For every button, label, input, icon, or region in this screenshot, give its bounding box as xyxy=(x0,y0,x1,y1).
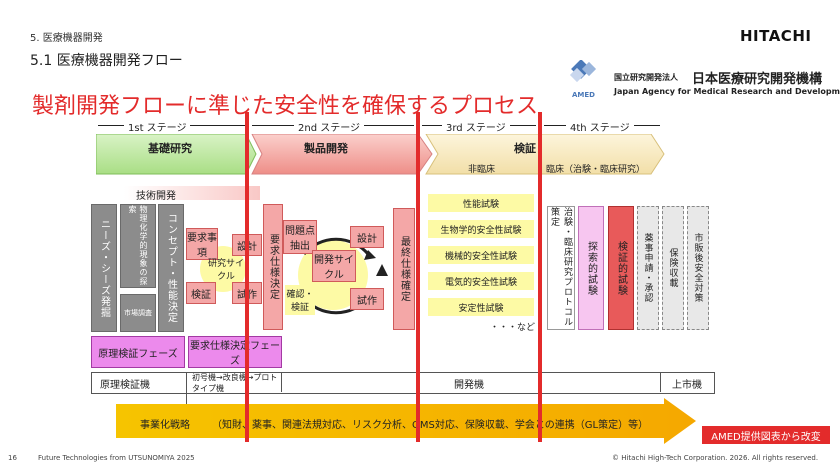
strategy-detail: （知財、薬事、関連法規対応、リスク分析、QMS対応、保険収載、学会との連携（GL… xyxy=(212,420,649,431)
insurance-box: 保険収載 xyxy=(662,206,684,330)
strategy-label: 事業化戦略 xyxy=(140,420,190,431)
needs-seeds-box: ニーズ・シーズ発掘 xyxy=(91,204,117,332)
stage-4-label: 4th ステージ xyxy=(566,119,634,134)
proto2-box: 試作 xyxy=(350,288,384,310)
market-research-box: 市場調査 xyxy=(120,294,156,332)
tests-more: ・・・など xyxy=(490,323,536,333)
machine-row xyxy=(91,372,715,394)
poc-phase-box: 原理検証フェーズ xyxy=(91,336,185,368)
req-phase-box: 要求仕様決定フェーズ xyxy=(188,336,282,368)
req-items-box: 要求事項 xyxy=(186,228,218,260)
stage-divider-1 xyxy=(245,112,249,442)
confirmatory-trial-box: 検証的試験 xyxy=(608,206,634,330)
stage-1-label: 1st ステージ xyxy=(124,119,191,134)
machine-divider-2 xyxy=(281,372,282,392)
tech-dev-label: 技術開発 xyxy=(136,191,176,202)
strategy-arrow xyxy=(116,398,696,444)
final-spec-box: 最終仕様確定 xyxy=(393,208,415,330)
phase-band xyxy=(96,134,665,175)
problem-extract-box: 問題点抽出 xyxy=(283,220,317,254)
research-cycle-label: 研究サイクル xyxy=(207,259,244,282)
test-biological: 生物学的安全性試験 xyxy=(428,220,534,238)
exploratory-trial-box: 探索的試験 xyxy=(578,206,604,330)
stage-divider-3 xyxy=(538,112,542,442)
amed-name-jp: 日本医療研究開発機構 xyxy=(692,72,823,87)
phase-basic-label: 基礎研究 xyxy=(148,142,192,155)
confirm-verify-box: 確認・検証 xyxy=(285,285,315,315)
stage-3-label: 3rd ステージ xyxy=(442,119,510,134)
credit-badge: AMED提供図表から改変 xyxy=(702,426,830,444)
amed-logo-text: AMED xyxy=(572,91,595,99)
stage-2-label: 2nd ステージ xyxy=(294,119,365,134)
concept-box: コンセプト・性能決定 xyxy=(158,204,184,332)
tech-dev-band xyxy=(124,186,260,200)
protocol-box: 治験・臨床研究プロトコル策定 xyxy=(547,206,575,330)
test-performance: 性能試験 xyxy=(428,194,534,212)
amed-name-en: Japan Agency for Medical Research and De… xyxy=(614,87,840,96)
section-label: 5. 医療機器開発 xyxy=(30,33,103,44)
machine-dev-label: 開発機 xyxy=(454,380,484,391)
test-mechanical: 機械的安全性試験 xyxy=(428,246,534,264)
physics-exploration-box: 物理化学的現象の探索 xyxy=(120,204,156,288)
machine-proto-label: 初号機→改良機→プロトタイプ機 xyxy=(192,373,278,393)
verify1-box: 検証 xyxy=(186,282,216,304)
amed-org-type: 国立研究開発法人 xyxy=(614,73,678,82)
phase-clinical-label: 臨床（治験・臨床研究） xyxy=(546,165,646,175)
post-market-box: 市販後安全対策 xyxy=(687,206,709,330)
stage-divider-2 xyxy=(416,112,420,442)
approval-box: 薬事申請・承認 xyxy=(637,206,659,330)
req-spec-box: 要求仕様決定 xyxy=(263,204,283,330)
machine-divider-3 xyxy=(660,372,661,392)
test-stability: 安定性試験 xyxy=(428,298,534,316)
page-subtitle: 5.1 医療機器開発フロー xyxy=(30,53,183,69)
amed-logo-icon xyxy=(568,59,604,92)
main-title: 製剤開発フローに準じた安全性を確保するプロセス xyxy=(32,94,539,119)
footer-left: Future Technologies from UTSUNOMIYA 2025 xyxy=(38,454,195,462)
test-electrical: 電気的安全性試験 xyxy=(428,272,534,290)
machine-divider-1 xyxy=(186,372,187,408)
phase-product-label: 製品開発 xyxy=(304,142,348,155)
machine-market-label: 上市機 xyxy=(672,380,702,391)
hitachi-logo: HITACHI xyxy=(740,27,812,45)
phase-verify-label: 検証 xyxy=(514,142,536,155)
design2-box: 設計 xyxy=(350,226,384,248)
machine-poc-label: 原理検証機 xyxy=(100,380,150,391)
dev-cycle-center: 開発サイクル xyxy=(312,250,356,282)
page-number: 16 xyxy=(8,454,17,462)
footer-right: © Hitachi High-Tech Corporation. 2026. A… xyxy=(612,454,819,462)
phase-nonclinical-label: 非臨床 xyxy=(468,165,496,175)
